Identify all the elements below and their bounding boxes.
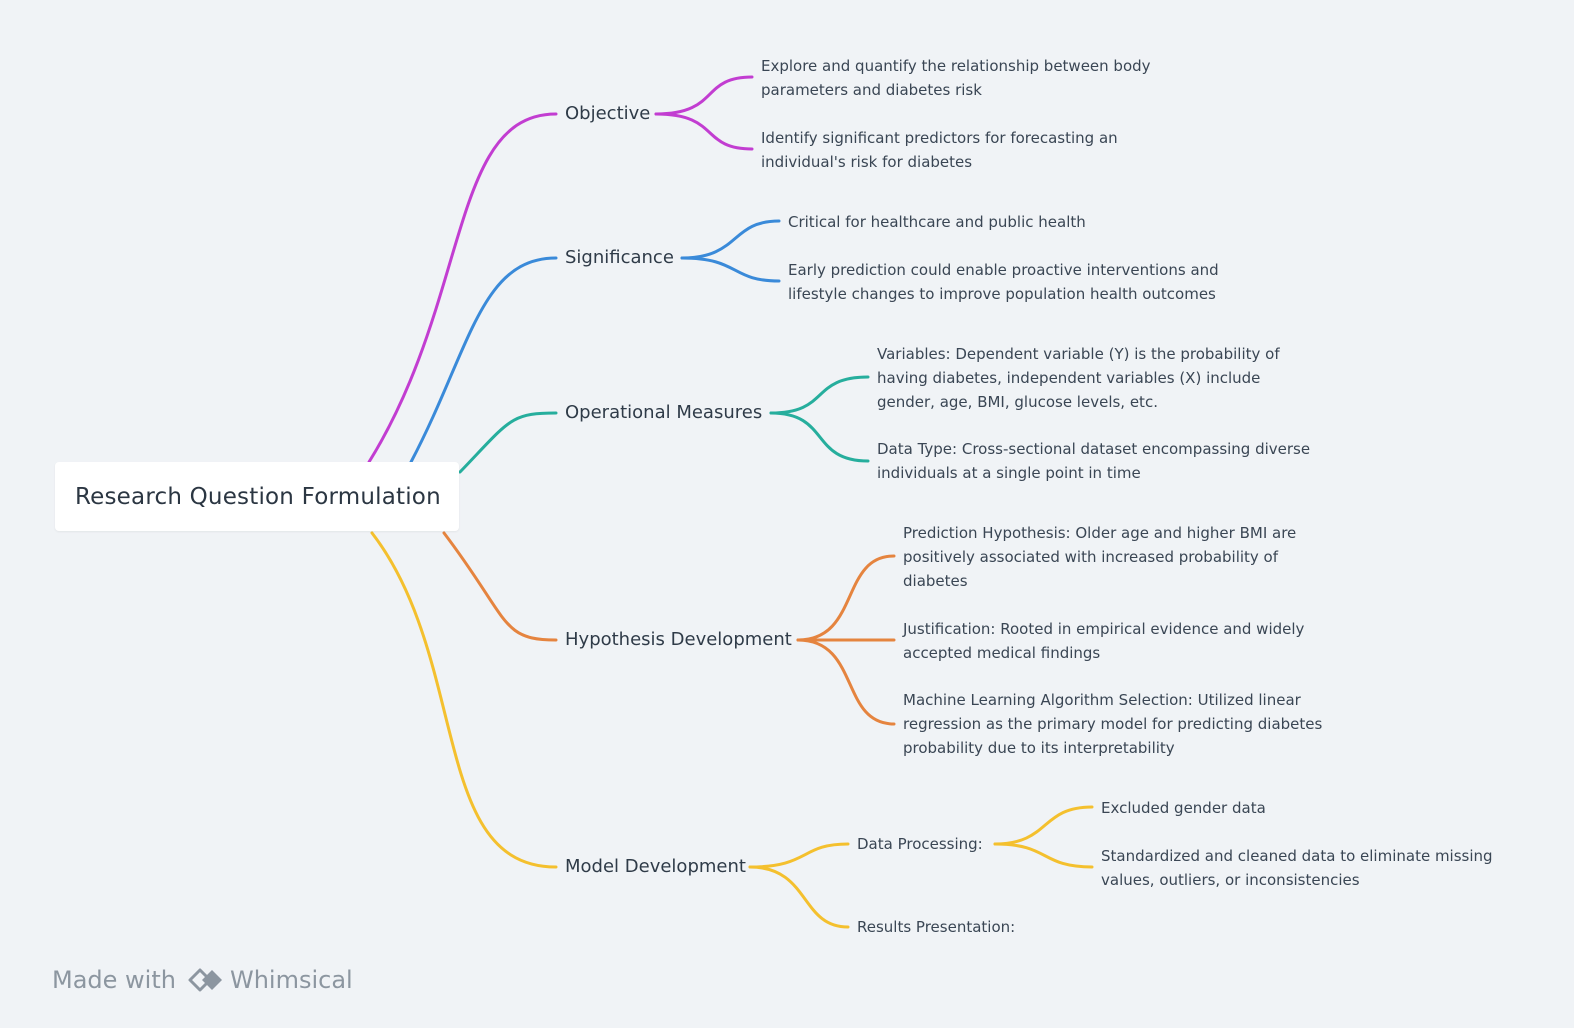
connector-significance-item-1	[680, 219, 781, 260]
branch-objective[interactable]: Objective	[565, 103, 651, 124]
root-node-label: Research Question Formulation	[75, 483, 441, 510]
data-processing-item-1[interactable]: Excluded gender data	[1101, 799, 1266, 817]
connector-data-processing-item-1	[993, 805, 1094, 846]
connector-root-significance	[409, 256, 558, 464]
made-with-label: Made with	[52, 966, 176, 994]
connector-significance-item-2	[680, 256, 781, 283]
model-results-presentation[interactable]: Results Presentation:	[857, 918, 1016, 936]
hypothesis-item-2[interactable]: Justification: Rooted in empirical evide…	[903, 620, 1305, 662]
whimsical-logo-icon	[188, 968, 222, 992]
connector-root-objective	[367, 112, 558, 464]
root-node[interactable]: Research Question Formulation	[55, 462, 459, 531]
branch-operational-measures[interactable]: Operational Measures	[565, 402, 763, 423]
significance-item-2[interactable]: Early prediction could enable proactive …	[788, 261, 1219, 303]
made-with-whimsical-badge[interactable]: Made with Whimsical	[52, 962, 353, 998]
connector-hypothesis-item-3	[796, 638, 896, 726]
significance-item-1[interactable]: Critical for healthcare and public healt…	[788, 213, 1086, 231]
connector-root-operational	[458, 411, 558, 474]
connector-objective-item-2	[654, 112, 754, 151]
operational-item-1[interactable]: Variables: Dependent variable (Y) is the…	[877, 345, 1280, 411]
operational-item-2[interactable]: Data Type: Cross-sectional dataset encom…	[877, 440, 1311, 482]
connector-model-results	[748, 865, 850, 929]
connector-operational-item-2	[769, 411, 870, 463]
data-processing-item-2[interactable]: Standardized and cleaned data to elimina…	[1101, 847, 1493, 889]
hypothesis-item-3[interactable]: Machine Learning Algorithm Selection: Ut…	[903, 691, 1323, 757]
branch-hypothesis-development[interactable]: Hypothesis Development	[565, 629, 792, 650]
connector-root-hypothesis	[442, 531, 558, 642]
connector-operational-item-1	[769, 375, 870, 415]
objective-item-1[interactable]: Explore and quantify the relationship be…	[761, 57, 1151, 99]
connector-hypothesis-item-1	[796, 554, 896, 642]
objective-item-2[interactable]: Identify significant predictors for fore…	[761, 129, 1118, 171]
model-data-processing[interactable]: Data Processing:	[857, 835, 983, 853]
connector-data-processing-item-2	[993, 842, 1094, 869]
connector-objective-item-1	[654, 75, 754, 116]
connector-root-model	[370, 531, 558, 869]
whimsical-brand-label: Whimsical	[229, 966, 353, 994]
hypothesis-item-1[interactable]: Prediction Hypothesis: Older age and hig…	[903, 524, 1297, 590]
connector-model-data-processing	[748, 842, 850, 869]
branch-model-development[interactable]: Model Development	[565, 856, 746, 877]
branch-significance[interactable]: Significance	[565, 247, 674, 268]
